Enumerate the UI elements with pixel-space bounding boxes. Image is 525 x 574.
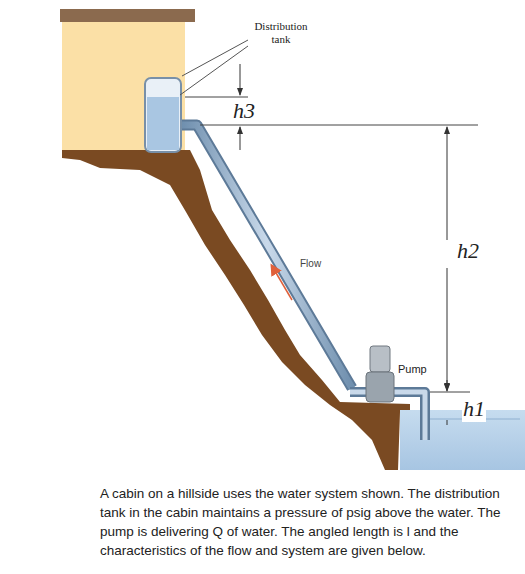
- pipe-highlight: [182, 125, 352, 388]
- h3-arrow: [240, 127, 241, 150]
- dimension-label: h1: [462, 396, 486, 422]
- flow-label: Flow: [300, 258, 321, 269]
- leader-line: [182, 40, 248, 76]
- flow-arrow: [272, 266, 292, 300]
- pump-motor: [370, 346, 390, 372]
- h2-arrow: [447, 268, 448, 390]
- callout-label: Distribution tank: [250, 20, 312, 46]
- pump-body: [366, 372, 394, 402]
- pipe: [182, 125, 352, 388]
- dimension-label: h3: [232, 98, 256, 124]
- dimension-label: h2: [456, 238, 480, 264]
- h1-arrow: [447, 380, 448, 391]
- h2-arrow: [447, 127, 448, 240]
- part-label: Pump: [398, 363, 427, 375]
- h3-arrow: [240, 64, 241, 95]
- h1-arrow: [447, 420, 448, 425]
- cabin-wall: [62, 18, 185, 152]
- cabin-roof: [60, 9, 195, 22]
- leader-line: [180, 46, 248, 95]
- pump-level-line: [430, 392, 470, 393]
- reference-line: [200, 125, 478, 126]
- caption: A cabin on a hillside uses the water sys…: [100, 484, 518, 560]
- tank-water: [147, 97, 179, 150]
- distribution-tank: [145, 78, 181, 152]
